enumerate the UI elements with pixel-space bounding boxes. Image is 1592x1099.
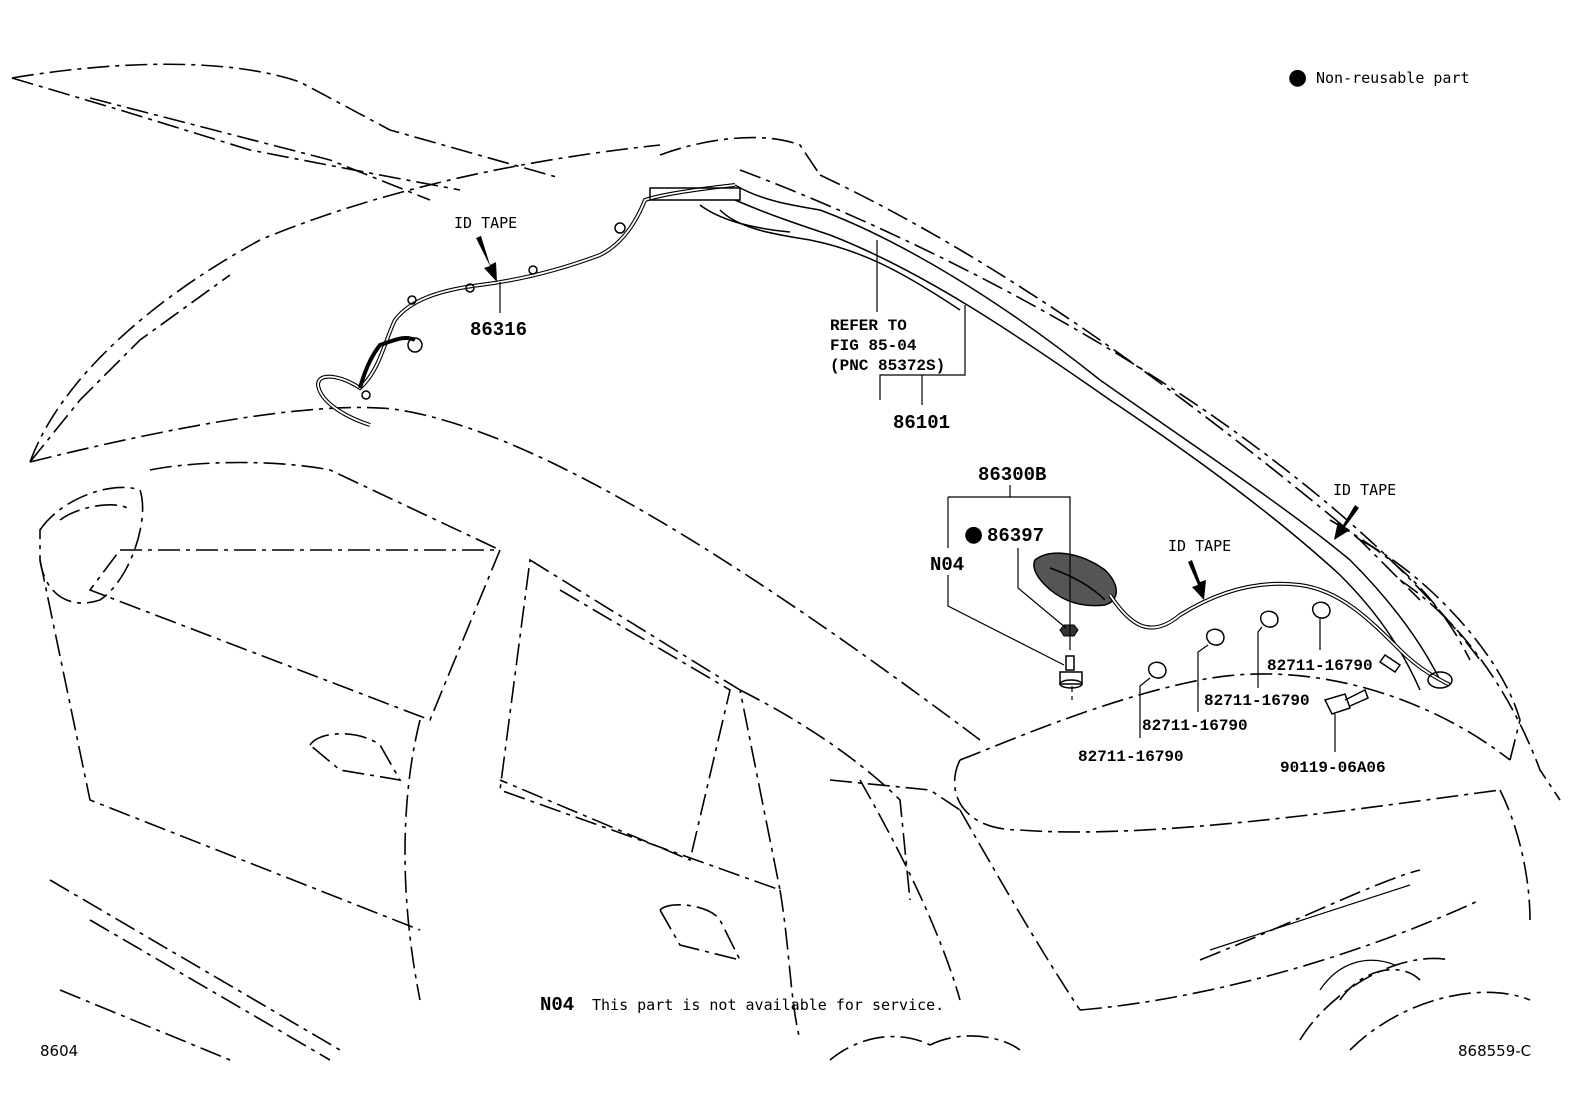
clip-2 (1205, 628, 1225, 646)
part-label-N04: N04 (930, 554, 964, 576)
legend: ● Non-reusable part (1288, 65, 1470, 90)
id-tape-arrow-right (1334, 505, 1359, 540)
footnote-text: This part is not available for service. (592, 996, 944, 1014)
antenna-cord-86101 (699, 184, 1441, 691)
antenna-86300B (1033, 552, 1117, 607)
refer-label-line3: (PNC 85372S) (830, 357, 945, 375)
refer-label-line1: REFER TO (830, 317, 907, 335)
footnote: N04 This part is not available for servi… (540, 994, 944, 1016)
id-tape-label-mid: ID TAPE (1168, 537, 1231, 555)
part-label-86300B: 86300B (978, 464, 1046, 486)
id-tape-label-left: ID TAPE (454, 214, 517, 232)
part-label-bolt: 90119-06A06 (1280, 759, 1386, 777)
car-body-outline (11, 63, 1561, 1061)
part-labels: ID TAPE 86316 REFER TO FIG 85-04 (PNC 85… (454, 214, 1396, 777)
clip-3 (1259, 610, 1279, 628)
clip-1 (1147, 661, 1167, 679)
harness-86316 (315, 183, 741, 427)
antenna-feeder-cable (1108, 581, 1453, 689)
figure-code-right: 868559-C (1458, 1042, 1531, 1060)
part-label-86101: 86101 (893, 412, 950, 434)
footnote-code: N04 (540, 994, 574, 1016)
legend-text: Non-reusable part (1316, 69, 1470, 87)
part-label-86397: 86397 (987, 525, 1044, 547)
gasket-86397 (1059, 624, 1079, 637)
legend-marker: ● (1288, 65, 1307, 90)
screw-N04 (1059, 655, 1083, 689)
part-label-clip-3: 82711-16790 (1204, 692, 1310, 710)
bolt-90119 (1323, 688, 1369, 715)
part-label-clip-4: 82711-16790 (1267, 657, 1373, 675)
clip-4 (1311, 601, 1331, 619)
part-label-86316: 86316 (470, 319, 527, 341)
non-reusable-marker: ● (964, 522, 983, 547)
figure-code-left: 8604 (40, 1042, 78, 1060)
part-label-clip-1: 82711-16790 (1078, 748, 1184, 766)
id-tape-label-right: ID TAPE (1333, 481, 1396, 499)
leader-lines (499, 240, 1336, 752)
id-tape-arrow-left (476, 236, 497, 282)
id-tape-arrow-mid (1188, 560, 1206, 600)
refer-label-line2: FIG 85-04 (830, 337, 917, 355)
part-label-clip-2: 82711-16790 (1142, 717, 1248, 735)
